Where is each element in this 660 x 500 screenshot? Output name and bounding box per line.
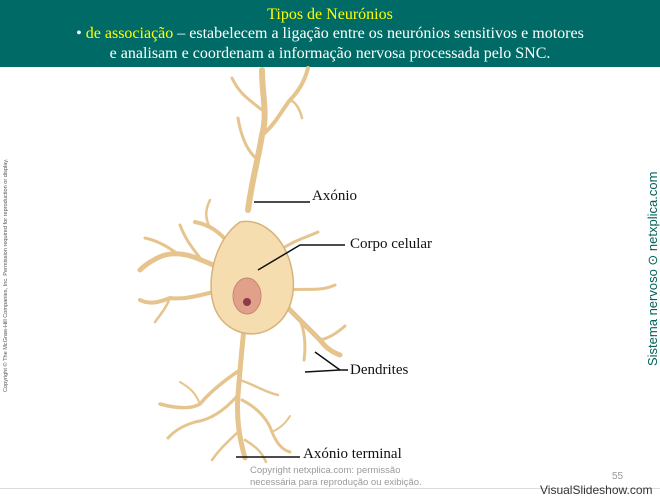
- dendrite: [318, 324, 347, 342]
- bullet-text-rest: – estabelecem a ligação entre os neuróni…: [173, 25, 584, 42]
- axon-terminal-branch: [238, 378, 280, 397]
- dendrite: [205, 198, 212, 230]
- nucleus: [232, 277, 262, 315]
- axon-branch: [245, 67, 268, 213]
- label-dendrites: Dendrites: [350, 362, 409, 378]
- dendrites-leader-line: [314, 351, 348, 371]
- axon-terminal-branch: [179, 381, 201, 405]
- cell-body-leader-line: [257, 244, 345, 271]
- axon-terminal-branch: [243, 438, 268, 464]
- label-cell-body: Corpo celular: [350, 236, 433, 252]
- title-bar: Tipos de Neurónios • de associação – est…: [0, 0, 660, 67]
- axon-terminal-branch: [166, 393, 240, 440]
- axon-branch: [236, 116, 260, 162]
- dendrite: [298, 318, 307, 362]
- bullet-line-2: e analisam e coordenam a informação nerv…: [109, 45, 551, 62]
- dendrite: [138, 288, 224, 305]
- label-axon: Axónio: [312, 188, 357, 204]
- dendrites-leader-line: [304, 369, 341, 373]
- cell-body: [210, 220, 295, 335]
- axon-terminal-branch: [210, 428, 242, 462]
- footer-divider: [0, 488, 660, 489]
- dendrite: [153, 296, 172, 324]
- dendrite: [137, 251, 228, 273]
- bullet-mark: •: [76, 25, 82, 42]
- watermark-line-1: Copyright netxplica.com: permissão: [250, 465, 401, 476]
- dendrite: [178, 223, 202, 260]
- dendrite: [278, 230, 320, 252]
- watermark: Copyright netxplica.com: permissão neces…: [250, 465, 430, 489]
- axon-branch: [288, 98, 304, 120]
- dendrite: [143, 236, 177, 254]
- slide-title: Tipos de Neurónios: [267, 6, 393, 23]
- slide-number: 55: [612, 471, 624, 482]
- dendrite: [286, 283, 337, 292]
- axon-terminal-branch: [235, 317, 248, 461]
- highlight-term: de associação: [85, 25, 174, 42]
- nucleolus: [243, 298, 251, 306]
- site-mark: VisualSlideshow.com: [540, 483, 653, 497]
- dendrite: [282, 302, 343, 358]
- axon-terminal-branch: [271, 415, 291, 433]
- axon-branch: [260, 66, 310, 137]
- axon-branch: [230, 76, 264, 112]
- bullet-line-1: • de associação – estabelecem a ligação …: [0, 25, 660, 43]
- label-axon-terminal: Axónio terminal: [303, 446, 402, 462]
- watermark-line-2: necessária para reprodução ou exibição.: [250, 477, 422, 488]
